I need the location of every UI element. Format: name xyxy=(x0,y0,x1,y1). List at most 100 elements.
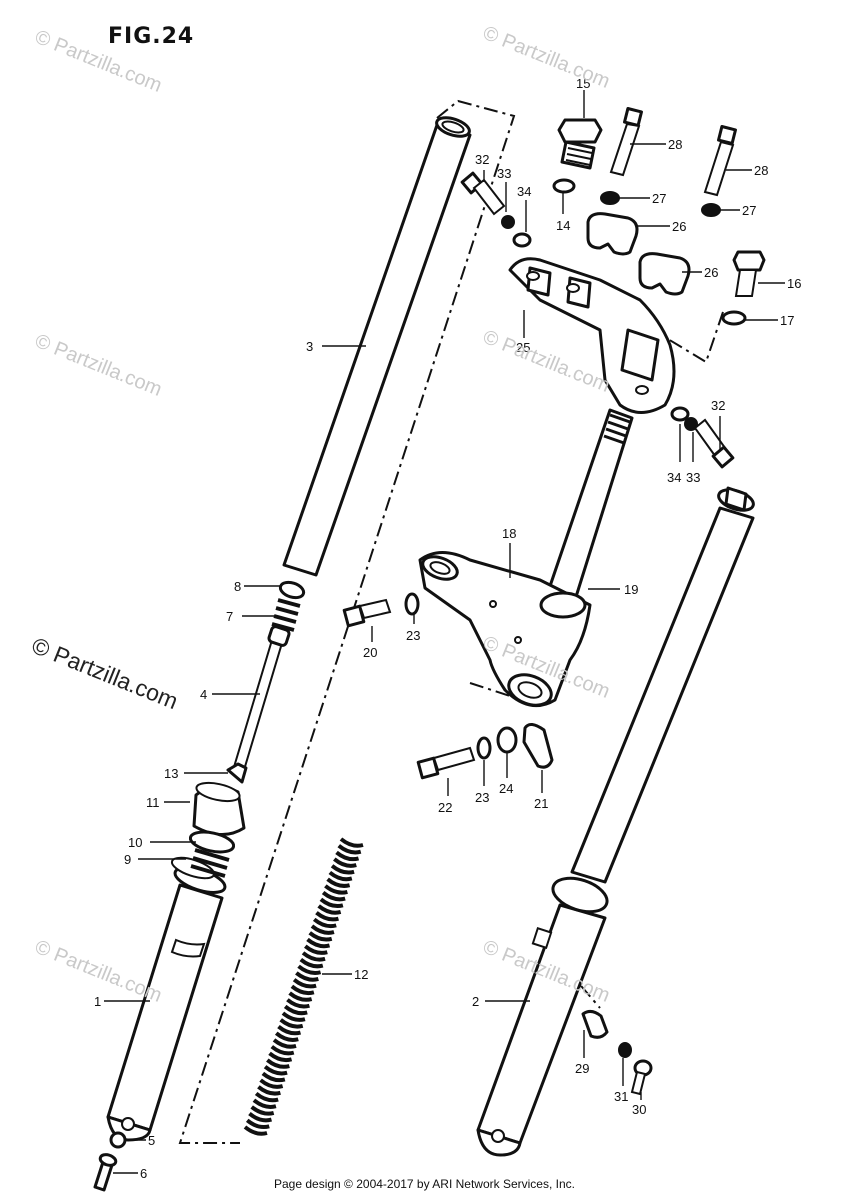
callout-26b: 26 xyxy=(704,265,718,280)
callout-1: 1 xyxy=(94,994,101,1009)
spring-coil xyxy=(335,850,360,862)
callout-29: 29 xyxy=(575,1061,589,1076)
callout-5: 5 xyxy=(148,1133,155,1148)
fork-top-cap xyxy=(557,118,603,170)
spring-coil xyxy=(259,1078,284,1089)
spring-coil xyxy=(321,890,346,902)
callout-11: 11 xyxy=(146,795,160,810)
callout-7: 7 xyxy=(226,609,233,624)
spring-coil xyxy=(330,864,355,875)
callout-28b: 28 xyxy=(754,163,768,178)
screw-30 xyxy=(630,1059,653,1096)
spring-coil xyxy=(257,1085,281,1096)
copyright-footer: Page design © 2004-2017 by ARI Network S… xyxy=(273,1177,575,1191)
callout-10: 10 xyxy=(128,835,142,850)
washer-24 xyxy=(496,726,518,754)
alignment-line-left-tube xyxy=(178,99,516,1144)
spring-coil xyxy=(290,984,315,996)
spring-coil xyxy=(279,1018,304,1029)
callout-24: 24 xyxy=(499,781,513,796)
spring-washer-right xyxy=(684,417,698,431)
callout-12: 12 xyxy=(354,967,368,982)
spring-coil xyxy=(261,1071,286,1083)
callout-3: 3 xyxy=(306,339,313,354)
spring-coil xyxy=(319,897,344,909)
o-ring xyxy=(552,178,576,194)
inner-tube-left xyxy=(282,116,472,577)
bracket-bolt-22 xyxy=(416,746,476,780)
spring-coil xyxy=(252,1098,277,1109)
callout-21: 21 xyxy=(534,796,548,811)
callout-33b: 33 xyxy=(686,470,700,485)
figure-title: FIG.24 xyxy=(108,24,195,49)
spring-coil xyxy=(306,937,331,949)
spring-coil xyxy=(277,1024,302,1036)
callout-28a: 28 xyxy=(668,137,682,152)
callout-32a: 32 xyxy=(475,152,489,167)
holder-washer-b xyxy=(701,203,721,217)
upper-bracket xyxy=(508,257,676,414)
washer-23-lower xyxy=(476,736,492,760)
callout-32b: 32 xyxy=(711,398,725,413)
fork-spring xyxy=(243,837,364,1136)
spring-coil xyxy=(315,911,339,922)
stem-washer xyxy=(721,310,747,326)
callout-19: 19 xyxy=(624,582,638,597)
pinch-bolt-upper-left xyxy=(460,171,506,216)
callout-6: 6 xyxy=(140,1166,147,1181)
rebound-spring xyxy=(271,598,301,632)
holder-bolt-a xyxy=(609,107,643,177)
outer-leg-right xyxy=(476,876,609,1157)
callout-27b: 27 xyxy=(742,203,756,218)
handlebar-holders xyxy=(586,212,691,296)
spring-coil xyxy=(333,857,357,868)
spring-coil xyxy=(328,870,353,882)
spring-coil xyxy=(283,1004,308,1016)
spring-coil xyxy=(288,991,313,1002)
plain-washer-right xyxy=(670,406,690,422)
drain-washer xyxy=(109,1131,127,1149)
callout-16: 16 xyxy=(787,276,801,291)
callout-23-upper: 23 xyxy=(406,628,420,643)
spring-coil xyxy=(272,1038,297,1049)
spring-coil xyxy=(299,957,324,969)
holder-bolt-b xyxy=(703,125,737,197)
callout-2: 2 xyxy=(472,994,479,1009)
spring-coil xyxy=(317,904,342,915)
spring-coil xyxy=(243,1125,268,1136)
callout-9: 9 xyxy=(124,852,131,867)
spring-coil xyxy=(254,1091,279,1103)
callout-27a: 27 xyxy=(652,191,666,206)
lower-seal-stack xyxy=(188,762,248,878)
spring-coil xyxy=(326,877,351,888)
holder-washer-a xyxy=(600,191,620,205)
callout-22: 22 xyxy=(438,800,452,815)
callout-20: 20 xyxy=(363,645,377,660)
callout-34a: 34 xyxy=(517,184,531,199)
outer-leg-left xyxy=(106,856,227,1142)
piston-ring xyxy=(278,580,306,600)
callout-34b: 34 xyxy=(667,470,681,485)
spring-coil xyxy=(310,924,335,935)
lower-bracket xyxy=(418,551,592,708)
spring-coil xyxy=(292,978,317,989)
spring-coil xyxy=(250,1105,275,1116)
callout-26a: 26 xyxy=(672,219,686,234)
callout-33a: 33 xyxy=(497,166,511,181)
spring-coil xyxy=(245,1118,270,1130)
callout-14: 14 xyxy=(556,218,570,233)
leader-lines xyxy=(104,90,785,1174)
damper-rod xyxy=(232,625,291,772)
spring-coil xyxy=(268,1051,293,1063)
spring-coil xyxy=(301,951,326,962)
plain-washer-upper-left xyxy=(512,232,532,248)
spring-coil xyxy=(281,1011,306,1022)
pinch-bolt-right xyxy=(693,418,735,469)
spring-coil xyxy=(274,1031,299,1042)
spring-coil xyxy=(286,998,310,1009)
spring-coil xyxy=(324,884,348,895)
callout-18: 18 xyxy=(502,526,516,541)
spring-coil xyxy=(304,944,328,955)
